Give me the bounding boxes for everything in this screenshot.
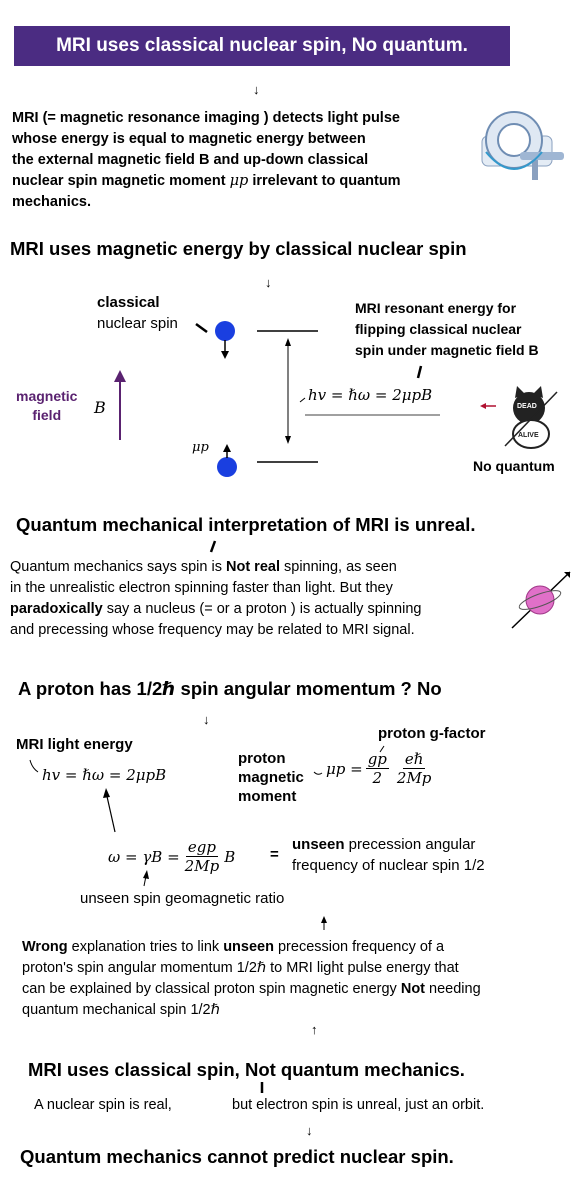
section2-paragraph: Quantum mechanics says spin is Not real …	[10, 559, 422, 638]
spin-down-dot	[215, 321, 235, 341]
spinning-sphere-icon	[511, 571, 571, 629]
section1-heading: MRI uses magnetic energy by classical nu…	[10, 238, 467, 259]
g-factor-label: proton g-factor	[378, 725, 486, 742]
mri-light-energy-label: MRI light energy	[16, 736, 133, 753]
electron-spin-unreal-text: but electron spin is unreal, just an orb…	[232, 1097, 485, 1113]
section4-paragraph: Wrong explanation tries to link unseen p…	[22, 939, 481, 1018]
mu-p-symbol: μp	[229, 173, 249, 189]
energy-level-diagram	[114, 321, 496, 477]
down-arrow-icon: ↓	[306, 1123, 313, 1138]
banner-title: MRI uses classical nuclear spin, No quan…	[56, 35, 468, 56]
unseen-precession-label: unseen precession angular frequency of n…	[292, 836, 485, 874]
equals-sign: =	[270, 846, 279, 863]
proton-magnetic-moment-label: proton magnetic moment	[238, 750, 304, 805]
down-arrow-icon: ↓	[203, 712, 210, 727]
field-symbol: B	[94, 398, 106, 417]
section2-heading: Quantum mechanical interpretation of MRI…	[16, 514, 476, 535]
conclusion-heading-1: MRI uses classical spin, Not quantum mec…	[28, 1059, 465, 1080]
spin-up-dot	[217, 457, 237, 477]
svg-text:ALIVE: ALIVE	[518, 432, 539, 439]
down-arrow-icon: ↓	[253, 82, 260, 97]
energy-equation: hv = ℏω = 2μpB	[308, 386, 433, 404]
intro-paragraph: MRI (= magnetic resonance imaging ) dete…	[12, 110, 401, 210]
mu-p-label: μp	[192, 440, 209, 455]
nuclear-spin-real-text: A nuclear spin is real,	[34, 1097, 172, 1113]
magnetic-field-label: magnetic field	[16, 388, 78, 423]
title-banner: MRI uses classical nuclear spin, No quan…	[14, 26, 510, 66]
resonant-energy-label: MRI resonant energy for flipping classic…	[355, 300, 539, 358]
mri-machine-icon	[481, 111, 564, 180]
section3-connectors	[29, 745, 385, 930]
conclusion-heading-2: Quantum mechanics cannot predict nuclear…	[20, 1146, 454, 1167]
energy-equation-2: hv = ℏω = 2μpB	[42, 766, 167, 784]
no-quantum-label: No quantum	[473, 458, 555, 474]
schrodinger-cat-icon: DEAD ALIVE	[504, 386, 558, 449]
geomagnetic-ratio-label: unseen spin geomagnetic ratio	[80, 890, 285, 907]
svg-text:DEAD: DEAD	[517, 403, 537, 410]
up-arrow-icon: ↑	[311, 1022, 318, 1037]
down-arrow-icon: ↓	[265, 275, 272, 290]
section3-heading: A proton has 1/2ℏ spin angular momentum …	[18, 678, 442, 699]
classical-spin-label: classical nuclear spin	[97, 294, 178, 332]
